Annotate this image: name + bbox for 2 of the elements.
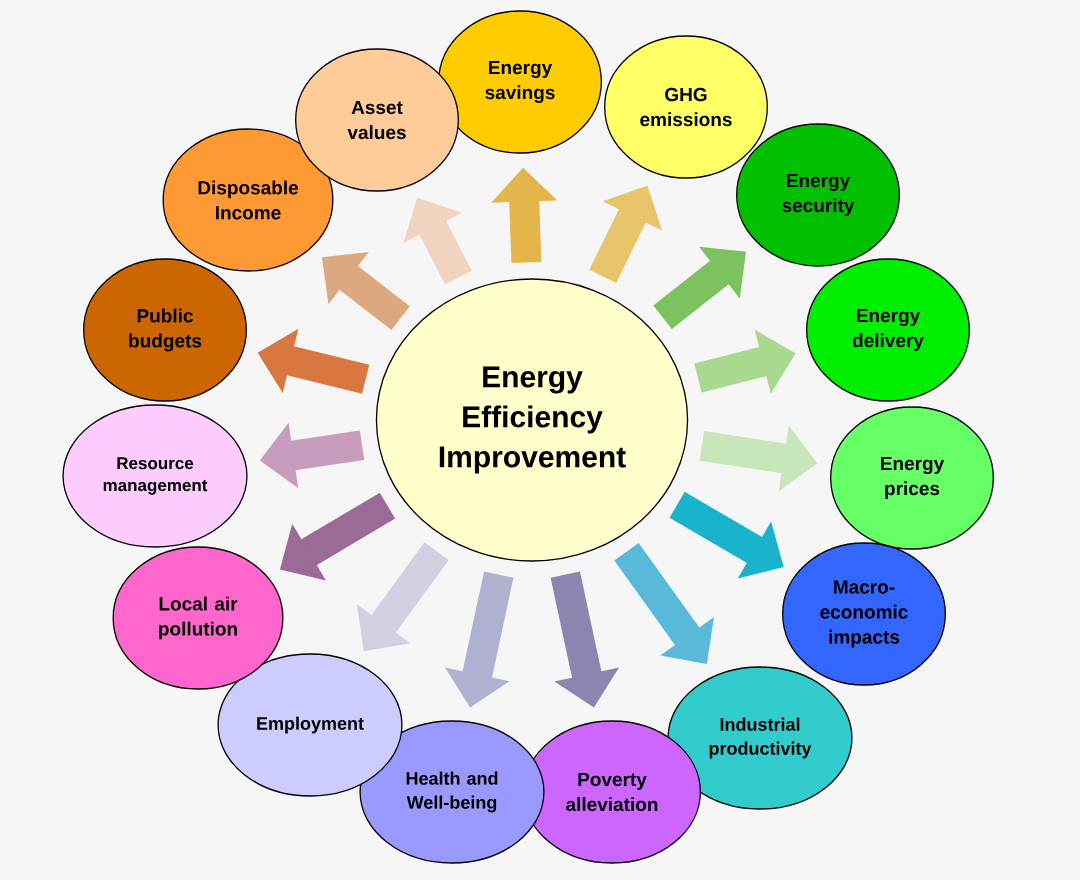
block-arrow [614,543,714,664]
block-arrow [653,246,746,330]
